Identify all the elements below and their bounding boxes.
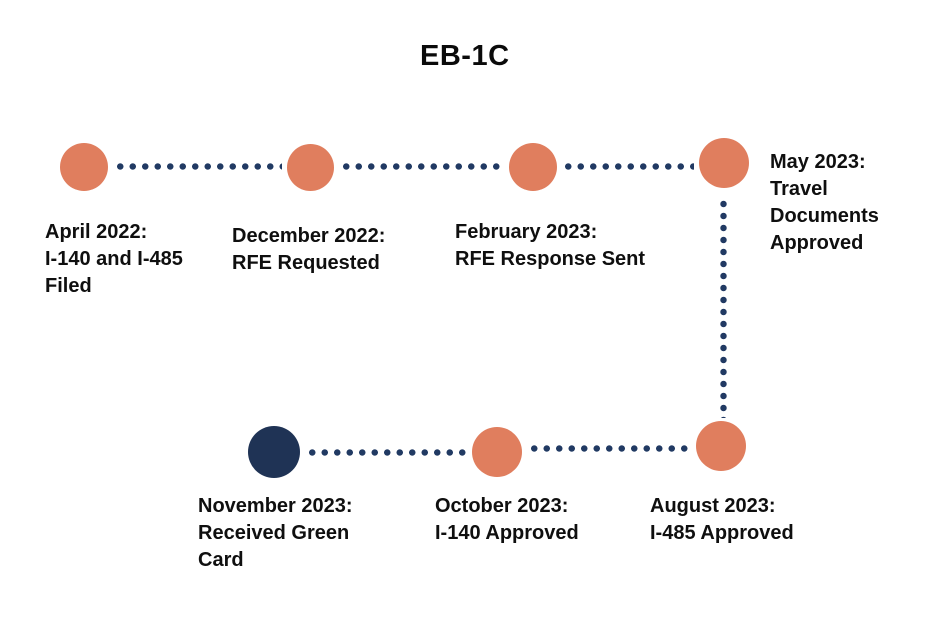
milestone-label-november-2023: November 2023: Received Green Card bbox=[198, 495, 353, 571]
milestone-label-april-2022: April 2022: I-140 and I-485 Filed bbox=[45, 221, 183, 297]
dotted-connector-october-november bbox=[306, 449, 467, 456]
milestone-label-february-2023: February 2023: RFE Response Sent bbox=[455, 221, 646, 270]
dotted-connector-may-august bbox=[720, 198, 727, 418]
milestone-label-august-2023: August 2023: I-485 Approved bbox=[650, 495, 794, 544]
milestone-label-may-2023: May 2023: Travel Documents Approved bbox=[770, 151, 879, 254]
dotted-connector-december-february bbox=[340, 163, 504, 170]
milestone-dot-december-2022 bbox=[287, 144, 334, 191]
milestone-dot-february-2023 bbox=[509, 143, 557, 191]
milestone-label-december-2022: December 2022: RFE Requested bbox=[232, 225, 386, 274]
milestone-dot-october-2023 bbox=[472, 427, 522, 477]
dotted-connector-february-may bbox=[562, 163, 694, 170]
dotted-connector-august-october bbox=[528, 445, 691, 452]
milestone-label-october-2023: October 2023: I-140 Approved bbox=[435, 495, 579, 544]
milestone-dot-november-2023 bbox=[248, 426, 300, 478]
milestone-dot-august-2023 bbox=[696, 421, 746, 471]
dotted-connector-april-december bbox=[114, 163, 282, 170]
milestone-dot-april-2022 bbox=[60, 143, 108, 191]
milestone-dot-may-2023 bbox=[699, 138, 749, 188]
page-title: EB-1C bbox=[420, 40, 510, 72]
